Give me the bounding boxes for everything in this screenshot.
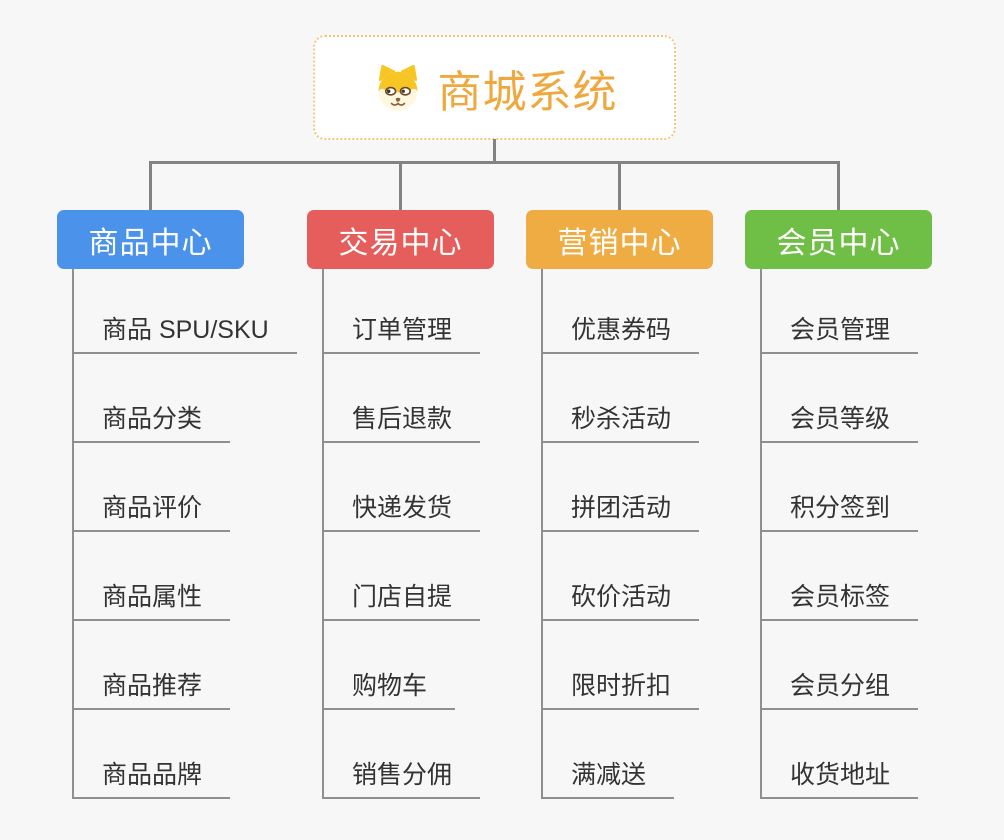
leaf-node[interactable]: 售后退款 — [322, 399, 481, 443]
leaf-row: 会员管理 — [760, 269, 932, 354]
leaf-row: 购物车 — [322, 621, 494, 710]
leaf-row: 会员等级 — [760, 354, 932, 443]
branch-label: 会员中心 — [776, 226, 901, 260]
branch-label: 营销中心 — [557, 226, 682, 260]
branch-node[interactable]: 营销中心 — [526, 210, 713, 269]
branch-label: 交易中心 — [338, 226, 463, 260]
leaf-row: 秒杀活动 — [541, 354, 713, 443]
connector-branch-spine — [72, 269, 74, 799]
leaf-list: 会员管理 会员等级 积分签到 会员标签 会员分组 收货地址 — [760, 269, 932, 799]
leaf-node[interactable]: 商品分类 — [72, 399, 231, 443]
connector-branch-stub — [618, 161, 621, 210]
leaf-row: 门店自提 — [322, 532, 494, 621]
leaf-node[interactable]: 砍价活动 — [541, 577, 700, 621]
leaf-node[interactable]: 积分签到 — [760, 488, 919, 532]
leaf-node[interactable]: 销售分佣 — [322, 755, 481, 799]
branch-label: 商品中心 — [88, 226, 213, 260]
branch-column: 营销中心 优惠券码 秒杀活动 拼团活动 砍价活动 限时折扣 满减送 — [526, 161, 713, 799]
leaf-row: 积分签到 — [760, 443, 932, 532]
leaf-list: 优惠券码 秒杀活动 拼团活动 砍价活动 限时折扣 满减送 — [541, 269, 713, 799]
leaf-row: 售后退款 — [322, 354, 494, 443]
leaf-node[interactable]: 商品 SPU/SKU — [72, 310, 297, 354]
branch-column: 商品中心 商品 SPU/SKU 商品分类 商品评价 商品属性 商品推荐 商品品牌 — [57, 161, 297, 799]
leaf-row: 销售分佣 — [322, 710, 494, 799]
leaf-row: 商品评价 — [72, 443, 244, 532]
leaf-row: 砍价活动 — [541, 532, 713, 621]
root-title: 商城系统 — [437, 67, 618, 117]
leaf-row: 商品推荐 — [72, 621, 244, 710]
leaf-node[interactable]: 商品品牌 — [72, 755, 231, 799]
branch-node[interactable]: 会员中心 — [745, 210, 932, 269]
leaf-node[interactable]: 购物车 — [322, 666, 456, 710]
leaf-node[interactable]: 快递发货 — [322, 488, 481, 532]
branch-node[interactable]: 交易中心 — [307, 210, 494, 269]
leaf-node[interactable]: 门店自提 — [322, 577, 481, 621]
leaf-row: 订单管理 — [322, 269, 494, 354]
leaf-node[interactable]: 秒杀活动 — [541, 399, 700, 443]
leaf-row: 会员标签 — [760, 532, 932, 621]
leaf-row: 会员分组 — [760, 621, 932, 710]
leaf-row: 商品 SPU/SKU — [72, 269, 297, 354]
leaf-node[interactable]: 会员标签 — [760, 577, 919, 621]
leaf-node[interactable]: 满减送 — [541, 755, 675, 799]
leaf-node[interactable]: 会员管理 — [760, 310, 919, 354]
leaf-node[interactable]: 会员等级 — [760, 399, 919, 443]
leaf-row: 商品属性 — [72, 532, 244, 621]
shiba-dog-icon — [378, 64, 417, 111]
leaf-node[interactable]: 商品属性 — [72, 577, 231, 621]
leaf-row: 商品分类 — [72, 354, 244, 443]
leaf-row: 拼团活动 — [541, 443, 713, 532]
connector-branch-stub — [837, 161, 840, 210]
leaf-list: 订单管理 售后退款 快递发货 门店自提 购物车 销售分佣 — [322, 269, 494, 799]
leaf-row: 收货地址 — [760, 710, 932, 799]
branch-column: 交易中心 订单管理 售后退款 快递发货 门店自提 购物车 销售分佣 — [307, 161, 494, 799]
leaf-row: 限时折扣 — [541, 621, 713, 710]
leaf-node[interactable]: 订单管理 — [322, 310, 481, 354]
connector-root-drop — [493, 139, 496, 164]
leaf-row: 商品品牌 — [72, 710, 244, 799]
leaf-node[interactable]: 拼团活动 — [541, 488, 700, 532]
connector-horizontal — [149, 161, 840, 164]
connector-branch-spine — [760, 269, 762, 799]
leaf-node[interactable]: 优惠券码 — [541, 310, 700, 354]
leaf-list: 商品 SPU/SKU 商品分类 商品评价 商品属性 商品推荐 商品品牌 — [72, 269, 297, 799]
leaf-row: 快递发货 — [322, 443, 494, 532]
leaf-node[interactable]: 商品推荐 — [72, 666, 231, 710]
branch-node[interactable]: 商品中心 — [57, 210, 244, 269]
connector-branch-spine — [322, 269, 324, 799]
root-node[interactable]: 商城系统 — [313, 35, 676, 140]
leaf-node[interactable]: 商品评价 — [72, 488, 231, 532]
connector-branch-spine — [541, 269, 543, 799]
leaf-node[interactable]: 收货地址 — [760, 755, 919, 799]
connector-branch-stub — [399, 161, 402, 210]
branch-column: 会员中心 会员管理 会员等级 积分签到 会员标签 会员分组 收货地址 — [745, 161, 932, 799]
leaf-node[interactable]: 限时折扣 — [541, 666, 700, 710]
leaf-row: 优惠券码 — [541, 269, 713, 354]
leaf-node[interactable]: 会员分组 — [760, 666, 919, 710]
connector-branch-stub — [149, 161, 152, 210]
leaf-row: 满减送 — [541, 710, 713, 799]
